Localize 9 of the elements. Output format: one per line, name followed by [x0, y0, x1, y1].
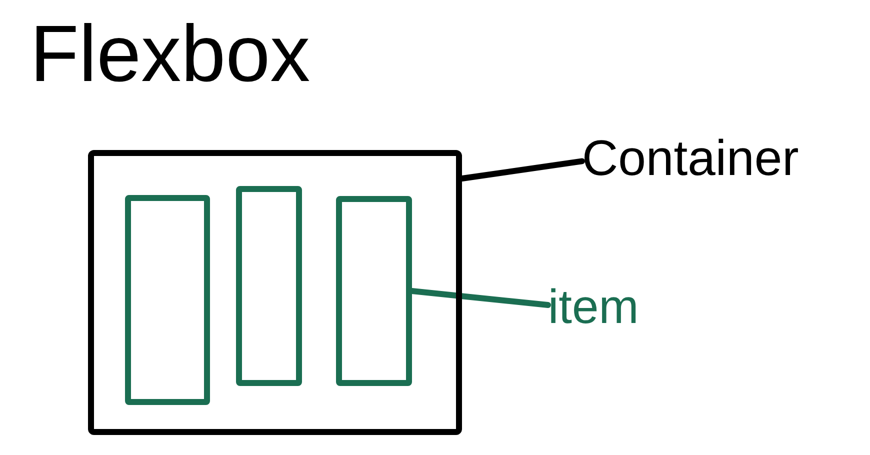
title: Flexbox: [30, 14, 310, 94]
leader-line: [409, 288, 551, 308]
item-box: [236, 186, 302, 386]
item-box: [336, 196, 412, 386]
leader-line: [459, 158, 585, 182]
callout-label: Container: [582, 126, 842, 190]
item-box: [125, 195, 210, 405]
callout-label: item: [548, 278, 668, 338]
container-box: [88, 150, 462, 435]
